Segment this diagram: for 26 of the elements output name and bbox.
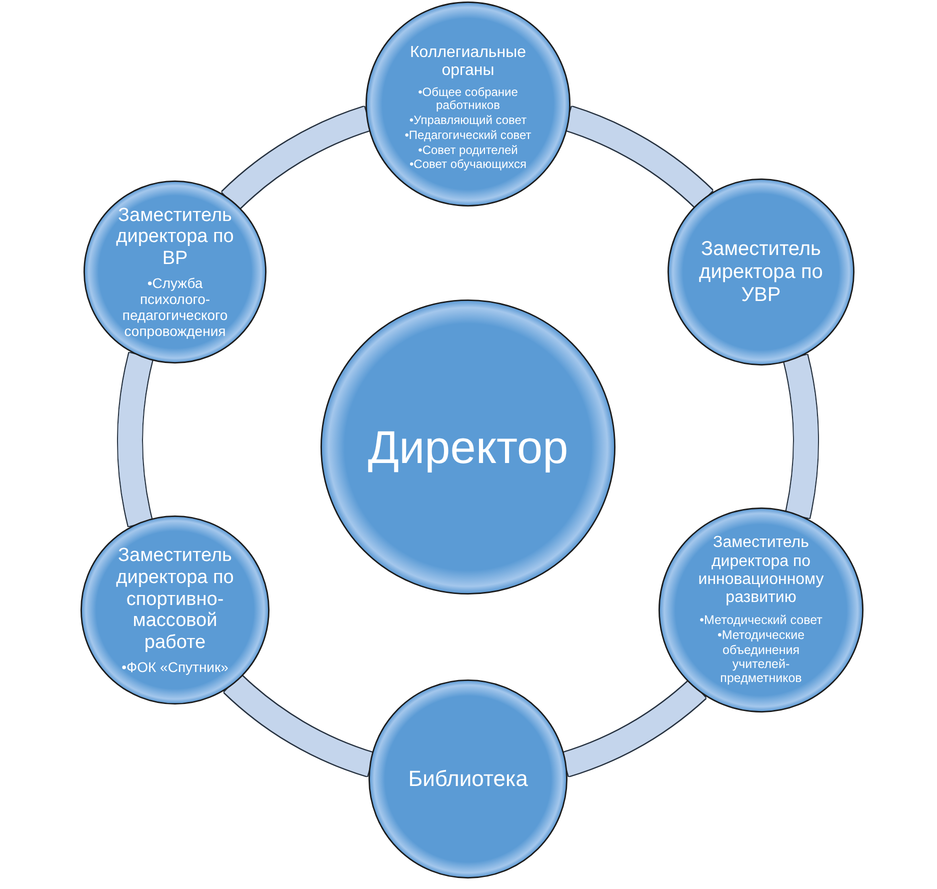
list-item: •Совет обучающихся — [409, 158, 527, 172]
node-title: Заместитель директора по ВР — [115, 204, 235, 270]
ring-arc — [222, 107, 372, 210]
list-item: •Служба психолого-педагогического сопровождения — [121, 275, 229, 340]
list-item: •ФОК «Спутник» — [122, 659, 228, 676]
list-item: •Совет родителей — [418, 144, 518, 158]
node-title: Библиотека — [408, 766, 528, 792]
node-title: Директор — [368, 420, 568, 474]
outer-circle — [83, 180, 267, 364]
outer-circle — [365, 1, 571, 207]
list-item: •Управляющий совет — [409, 114, 527, 128]
list-item: •Методический совет — [700, 612, 822, 628]
list-item: •Методические объединения учителей-предметников — [716, 628, 806, 686]
node-title: Заместитель директора по УВР — [698, 238, 824, 306]
node-title: Заместитель директора по инновационному развитию — [697, 534, 825, 608]
outer-circle — [368, 679, 568, 879]
list-item: •Педагогический совет — [404, 128, 532, 143]
ring-arc — [118, 354, 153, 526]
ring-arc — [784, 356, 818, 518]
node-title: Заместитель директора по спортивно-массовой работе — [115, 544, 235, 654]
list-item: •Общее собрание работников — [417, 86, 519, 114]
outer-circle — [667, 178, 855, 366]
outer-circle — [658, 507, 864, 713]
node-title: Коллегиальные органы — [408, 44, 527, 80]
outer-circle — [80, 515, 270, 705]
center-circle — [320, 299, 616, 595]
